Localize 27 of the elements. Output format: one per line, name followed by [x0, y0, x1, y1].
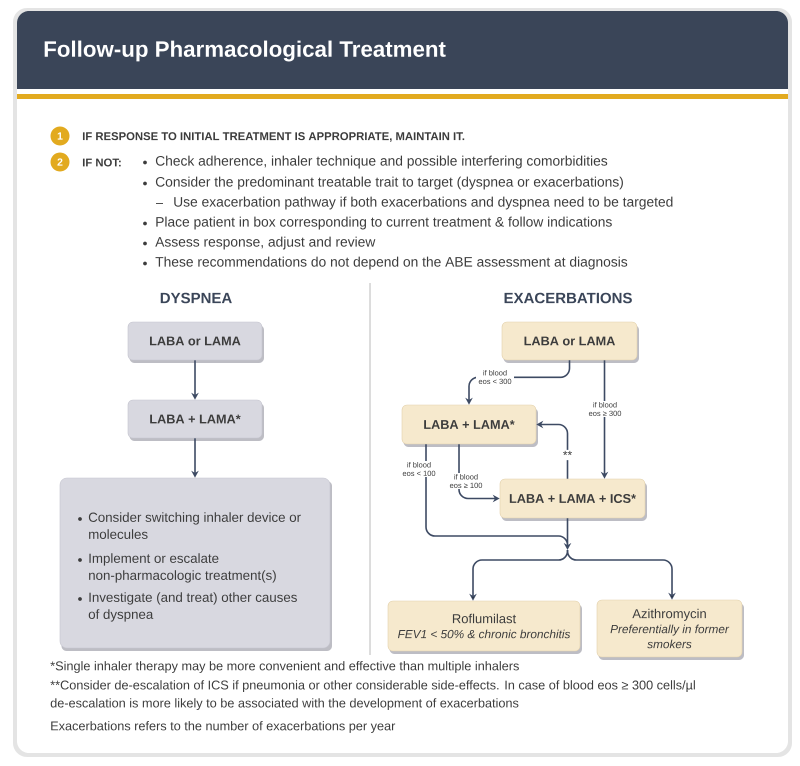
- title: Follow-up Pharmacological Treatment: [44, 40, 446, 62]
- step-number: 1: [50, 126, 70, 146]
- list-item: Use exacerbation pathway if both exacerbations and dyspnea need to be targeted: [174, 196, 672, 210]
- footnote: **Consider de-escalation of ICS if pneumonia or other considerable side-effects. In case of blood eos ≥ 300 cells/µl de-escalation is more likely to be associated with the development of exacerbations: [50, 680, 695, 710]
- list-item: Place patient in box corresponding to current treatment & follow indications: [156, 216, 612, 230]
- list-item: Assess response, adjust and review: [155, 236, 376, 250]
- treatment-box: LABA + LAMA*: [128, 400, 264, 441]
- list-item: These recommendations do not depend on the ABE assessment at diagnosis: [156, 256, 628, 270]
- treatment-box: Azithromycin Preferentially in former smokers: [596, 600, 744, 660]
- recommendation-box: [60, 478, 332, 651]
- step-number: 2: [50, 152, 70, 172]
- list-item: Check adherence, inhaler technique and possible interfering comorbidities: [156, 156, 608, 168]
- footnote: Exacerbations refers to the number of exacerbations per year: [51, 721, 396, 733]
- footnote: *Single inhaler therapy may be more convenient and effective than multiple inhalers: [50, 661, 519, 673]
- instruction-heading: IF NOT:: [82, 158, 121, 166]
- list-item: Consider the predominant treatable trait to target (dyspnea or exacerbations): [156, 176, 623, 190]
- treatment-box: LABA or LAMA: [128, 322, 264, 363]
- treatment-box: LABA + LAMA + ICS*: [500, 478, 647, 521]
- column-heading: DYSPNEA: [160, 292, 232, 304]
- column-heading: EXACERBATIONS: [504, 292, 632, 304]
- list-item: Consider switching inhaler device or molecules: [88, 512, 301, 539]
- treatment-box: LABA or LAMA: [502, 322, 639, 363]
- list-item: Investigate (and treat) other causes of dyspnea: [88, 592, 297, 622]
- instruction-heading: IF RESPONSE TO INITIAL TREATMENT IS APPROPRIATE, MAINTAIN IT.: [82, 132, 464, 142]
- treatment-box: Roflumilast FEV1 < 50% & chronic bronchitis: [388, 600, 582, 654]
- list-item: Implement or escalate non-pharmacologic treatment(s): [89, 553, 276, 583]
- treatment-box: LABA + LAMA*: [402, 404, 538, 447]
